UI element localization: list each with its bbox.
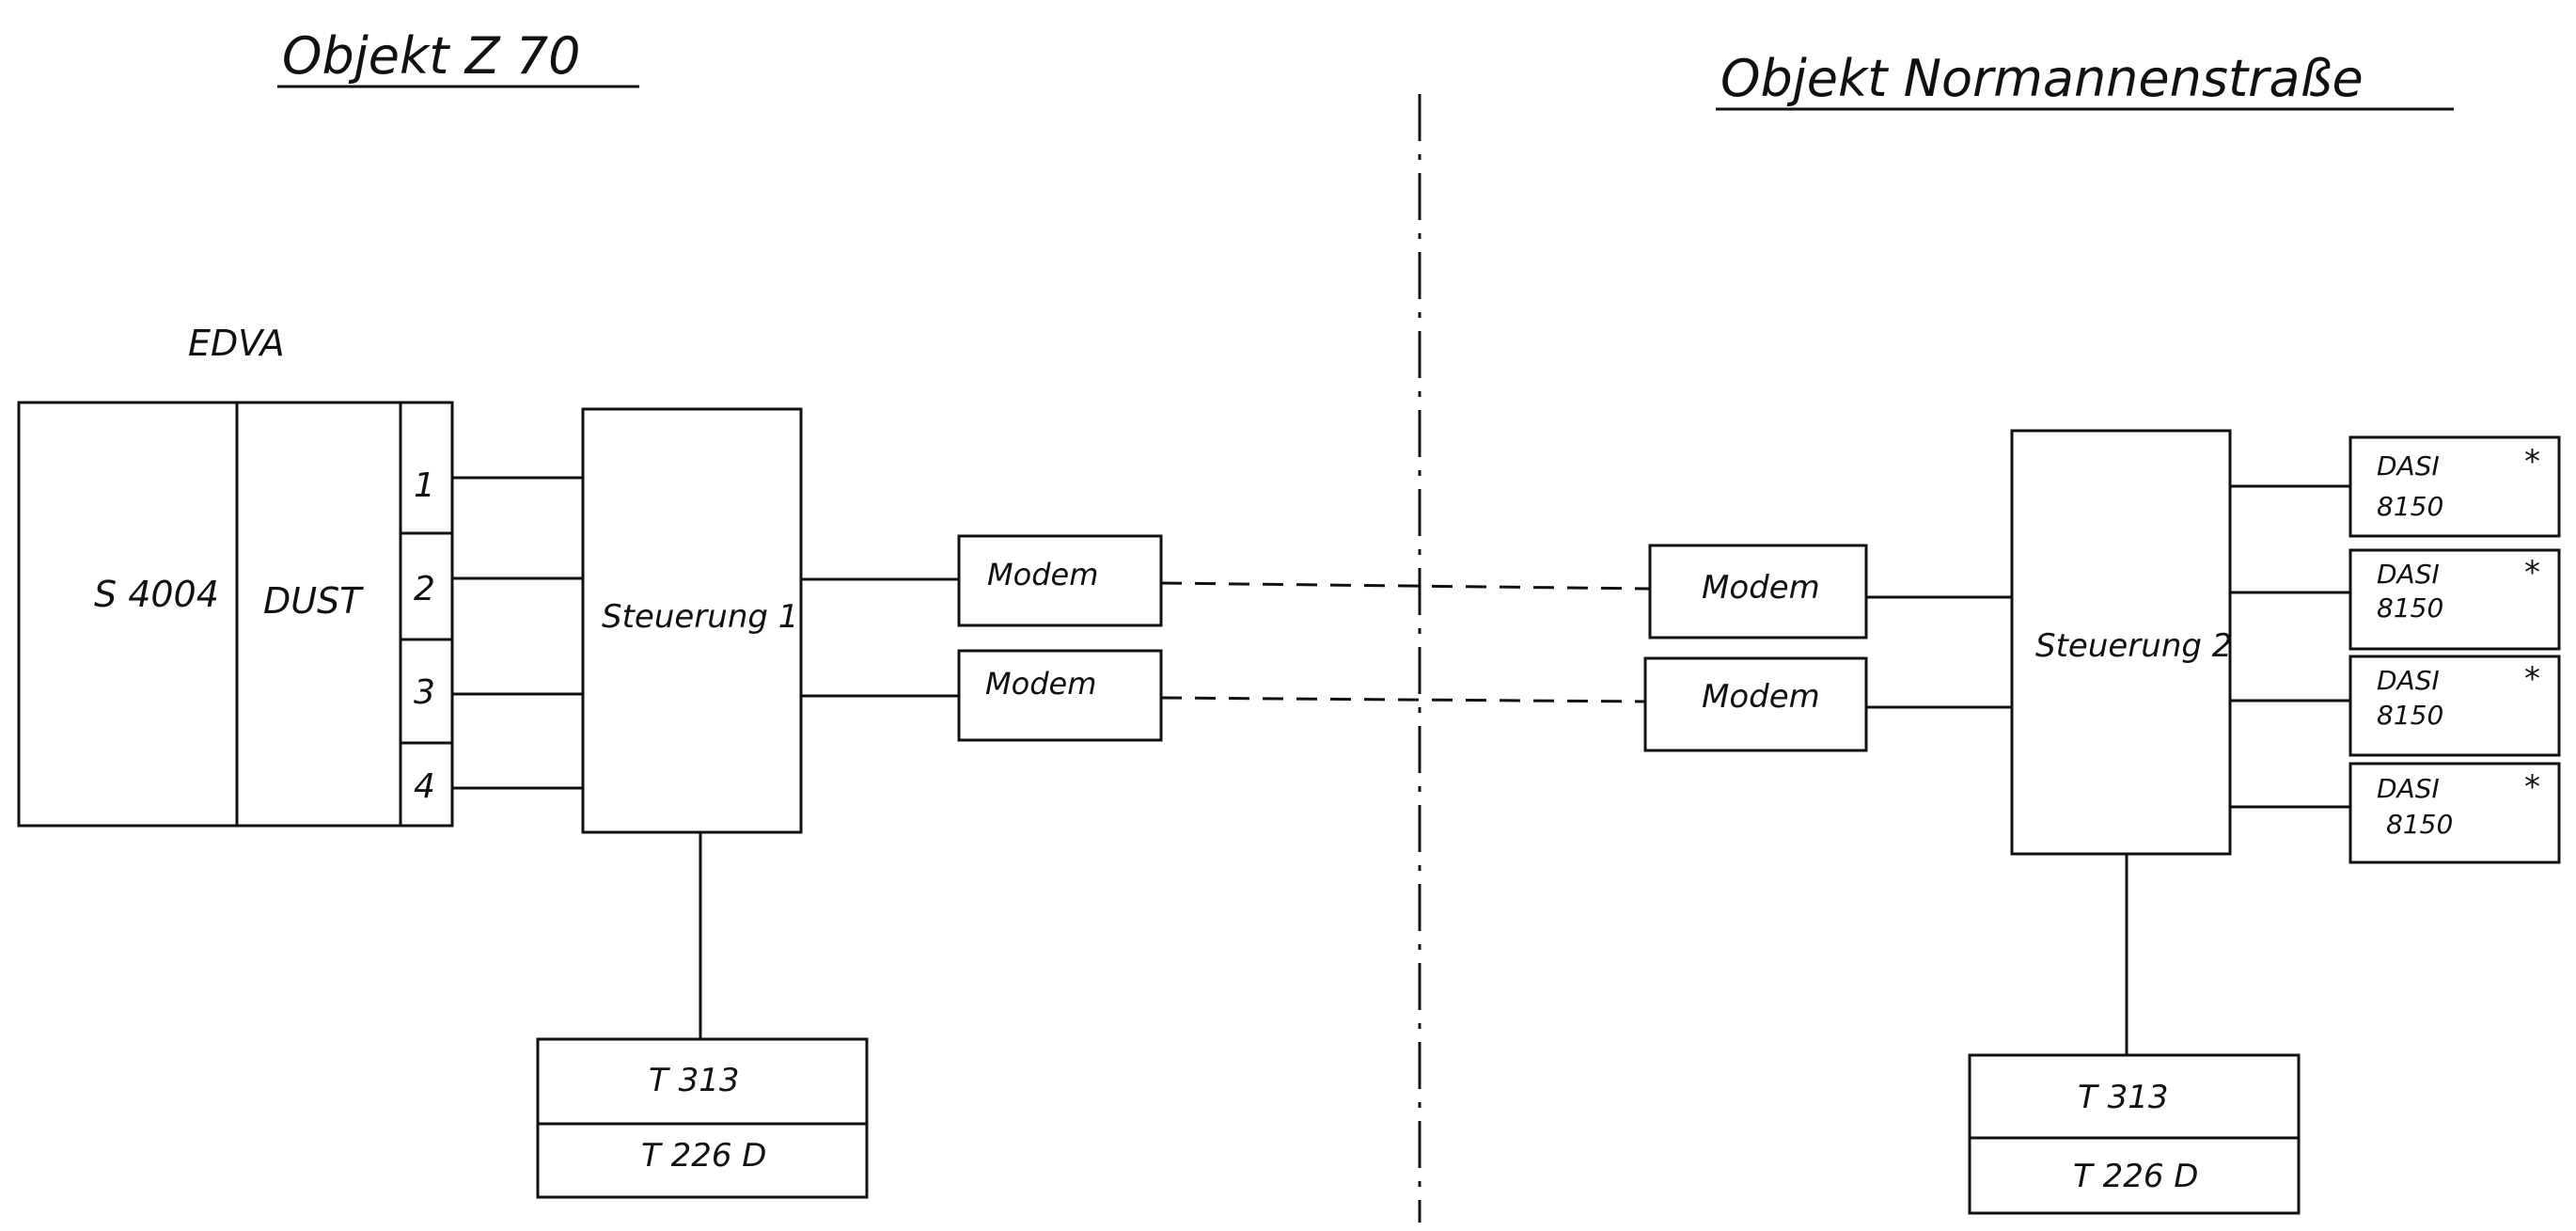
dasi-box (2348, 655, 2561, 757)
right-site-title: Objekt Normannenstraße (1720, 49, 2364, 108)
dasi-unit-4: DASI 8150 * (2348, 762, 2561, 864)
right-modem-b (1643, 656, 1868, 752)
dasi-name: DASI (2377, 450, 2440, 481)
dasi-number: 8150 (2377, 491, 2443, 522)
transmission-line-a (1160, 581, 1651, 591)
left-terminal-t226d-label: T 226 D (641, 1137, 766, 1175)
left-terminal-t313 (536, 1037, 869, 1126)
dust-label: DUST (263, 580, 364, 622)
dasi-name: DASI (2377, 773, 2440, 804)
dasi-number: 8150 (2386, 809, 2453, 840)
dasi-unit-3: DASI 8150 * (2348, 655, 2561, 757)
dasi-name: DASI (2377, 559, 2440, 590)
dasi-number: 8150 (2377, 592, 2443, 623)
right-modem-a (1648, 544, 1868, 639)
dasi-unit-1: DASI 8150 * (2348, 435, 2561, 538)
dasi-box (2348, 548, 2561, 651)
steuerung-2-box (2010, 429, 2232, 856)
dasi-box (2348, 762, 2561, 864)
port-label-1: 1 (414, 466, 435, 505)
dasi-mark: * (2524, 660, 2540, 698)
edva-label: EDVA (188, 323, 285, 364)
right-modem-b-label: Modem (1702, 678, 1820, 716)
dasi-box (2348, 435, 2561, 538)
port-column (399, 401, 454, 828)
right-terminal-t226d-label: T 226 D (2073, 1158, 2198, 1195)
steuerung-2-label: Steuerung 2 (2035, 627, 2232, 665)
port-label-4: 4 (414, 767, 435, 806)
right-modem-a-label: Modem (1702, 569, 1820, 607)
left-site-title: Objekt Z 70 (282, 26, 581, 86)
left-terminal-t313-label: T 313 (649, 1062, 739, 1099)
steuerung-1-label: Steuerung 1 (602, 598, 798, 636)
left-terminal-t226d (536, 1122, 869, 1199)
dasi-number: 8150 (2377, 700, 2443, 731)
dasi-mark: * (2524, 768, 2540, 806)
left-modem-a (957, 534, 1163, 627)
right-terminal-t313-label: T 313 (2078, 1079, 2168, 1116)
steuerung-1-box (581, 407, 803, 834)
left-modem-a-label: Modem (987, 557, 1098, 592)
port-label-2: 2 (414, 570, 435, 608)
right-terminal-t226d (1968, 1136, 2301, 1215)
s4004-box (17, 401, 239, 828)
dasi-mark: * (2524, 554, 2540, 592)
transmission-line-b (1160, 696, 1646, 703)
right-terminal-t313 (1968, 1053, 2301, 1140)
port-label-3: 3 (414, 673, 435, 712)
dust-box (235, 401, 402, 828)
dasi-mark: * (2524, 443, 2540, 481)
left-modem-b-label: Modem (985, 666, 1096, 702)
dasi-unit-2: DASI 8150 * (2348, 548, 2561, 651)
s4004-label: S 4004 (94, 574, 219, 615)
dasi-name: DASI (2377, 665, 2440, 696)
left-modem-b (957, 649, 1163, 742)
